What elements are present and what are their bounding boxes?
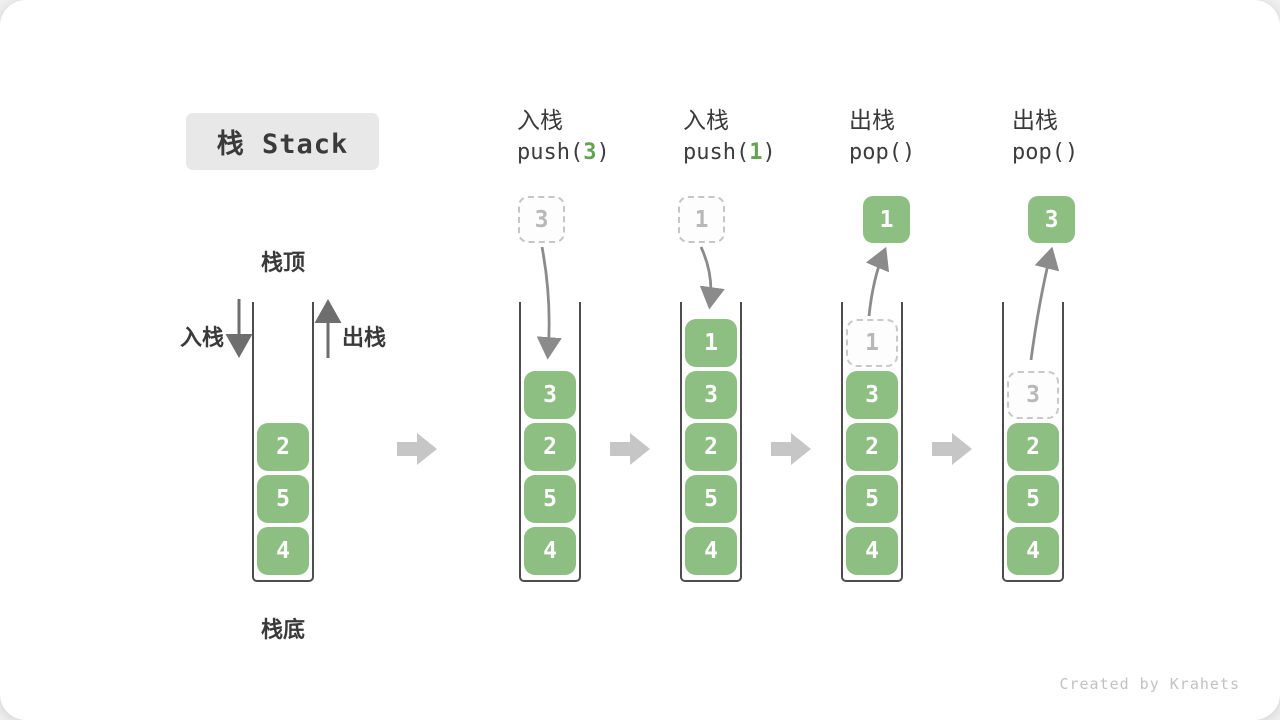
stack-block: 4 [846,527,898,575]
step-arrow-4 [932,433,972,465]
stack-block: 5 [846,475,898,523]
op-label: 入栈 [517,108,563,134]
stack-block-ghost: 1 [846,319,898,367]
code-prefix: push( [683,140,750,165]
op-code: pop() [849,135,915,171]
stack-container-push-3: 3 2 5 4 [519,302,581,582]
code-prefix: pop( [1012,140,1065,165]
stack-container-pop-1: 1 3 2 5 4 [841,302,903,582]
code-suffix: ) [596,140,610,165]
stack-block-ghost: 3 [1007,371,1059,419]
push-1-arrow [699,246,725,310]
code-prefix: pop( [849,140,902,165]
stack-block: 2 [685,423,737,471]
op-label: 入栈 [683,108,729,134]
stack-block: 4 [524,527,576,575]
code-prefix: push( [517,140,584,165]
op-label: 出栈 [849,108,895,134]
diagram-title: 栈 Stack [186,113,379,170]
op-code: push(1) [683,135,776,171]
floating-value-push-1: 1 [678,196,725,243]
code-arg: 1 [749,140,763,165]
stack-block: 3 [846,371,898,419]
stack-block: 4 [685,527,737,575]
column-header-pop-1: 出栈 pop() [849,107,915,171]
stack-block: 2 [846,423,898,471]
code-suffix: ) [762,140,776,165]
floating-value-push-3: 3 [518,196,565,243]
column-header-pop-3: 出栈 pop() [1012,107,1078,171]
column-header-push-1: 入栈 push(1) [683,107,776,171]
stack-block: 5 [685,475,737,523]
stack-block: 1 [685,319,737,367]
floating-value-pop-3: 3 [1028,196,1075,243]
stack-block: 2 [524,423,576,471]
diagram-title-label: 栈 Stack [216,129,349,160]
stack-block: 4 [1007,527,1059,575]
stack-block: 2 [257,423,309,471]
credit-text: Created by Krahets [1059,675,1240,693]
stack-container-pop-3: 3 2 5 4 [1002,302,1064,582]
step-arrow-3 [771,433,811,465]
stack-container-initial: 2 5 4 [252,302,314,582]
stack-block: 5 [524,475,576,523]
code-suffix: ) [901,140,916,165]
op-code: push(3) [517,135,610,171]
op-label: 出栈 [1012,108,1058,134]
stack-block: 4 [257,527,309,575]
stack-container-push-1: 1 3 2 5 4 [680,302,742,582]
stack-block: 2 [1007,423,1059,471]
stack-block: 5 [1007,475,1059,523]
stack-block: 5 [257,475,309,523]
step-arrow-2 [610,433,650,465]
floating-value-pop-1: 1 [863,196,910,243]
stack-bottom-label: 栈底 [260,618,305,643]
step-arrow-1 [397,433,437,465]
stack-block: 3 [524,371,576,419]
code-suffix: ) [1064,140,1079,165]
stack-top-label: 栈顶 [260,251,305,276]
stack-block: 3 [685,371,737,419]
pop-side-label: 出栈 [342,326,387,351]
code-arg: 3 [583,140,597,165]
op-code: pop() [1012,135,1078,171]
push-side-label: 入栈 [179,326,224,351]
column-header-push-3: 入栈 push(3) [517,107,610,171]
